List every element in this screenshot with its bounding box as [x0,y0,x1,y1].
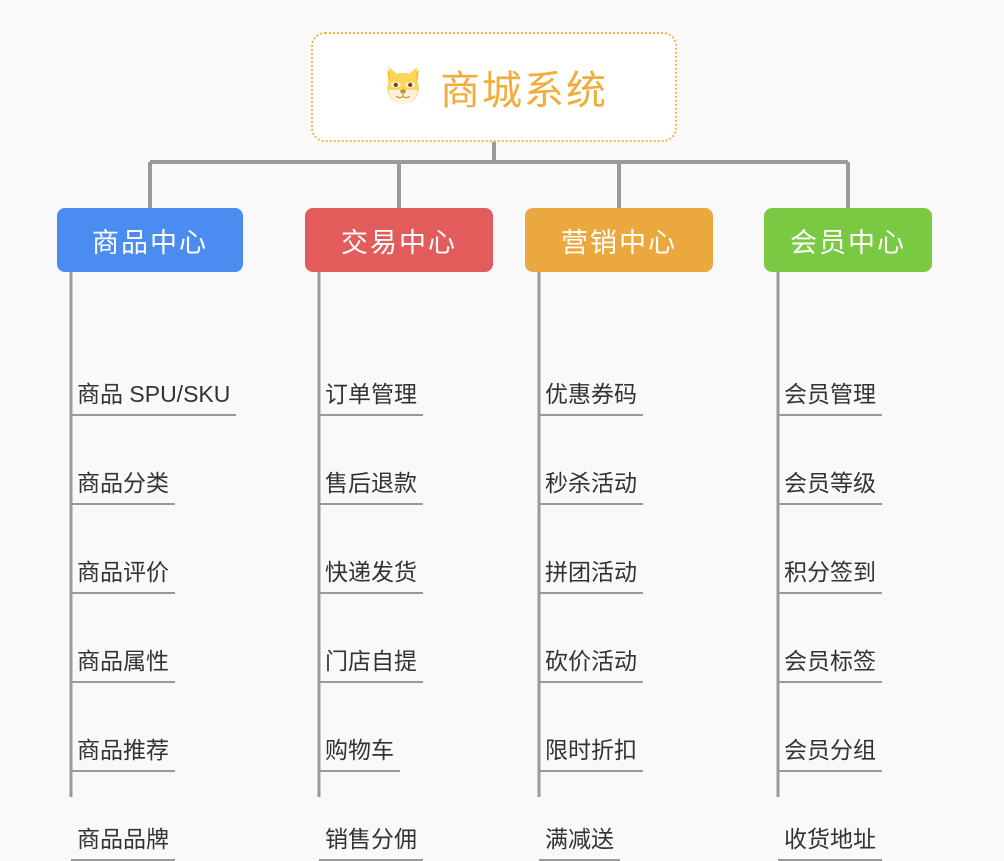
leaf-item-label: 快递发货 [319,559,423,594]
root-title: 商城系统 [440,69,608,113]
leaf-item-label: 商品评价 [71,559,175,594]
leaf-item-label: 商品推荐 [71,737,175,772]
branch-header-3[interactable]: 营销中心 [525,208,713,272]
branch-column-1: 商品中心商品 SPU/SKU 商品分类商品评价商品属性商品推荐商品品牌 [57,208,243,861]
leaf-item-label: 商品属性 [71,648,175,683]
leaf-item-label: 售后退款 [319,470,423,505]
leaf-item-label: 会员标签 [778,648,882,683]
leaf-item-label: 门店自提 [319,648,423,683]
leaf-item-label: 拼团活动 [539,559,643,594]
branch-header-label: 交易中心 [341,227,457,258]
branch-header-label: 营销中心 [561,227,677,258]
leaf-item-label: 限时折扣 [539,737,643,772]
leaf-item-label: 收货地址 [778,826,882,861]
leaf-item-label: 满减送 [539,826,620,861]
branch-column-4: 会员中心会员管理会员等级积分签到会员标签会员分组收货地址 [764,208,932,861]
leaf-item-label: 商品品牌 [71,826,175,861]
branch-column-3: 营销中心优惠券码秒杀活动拼团活动砍价活动限时折扣满减送 [525,208,713,861]
branch-header-4[interactable]: 会员中心 [764,208,932,272]
mindmap-diagram: 商城系统 商品中心商品 SPU/SKU 商品分类商品评价商品属性商品推荐商品品牌 交… [57,32,932,861]
branch-header-1[interactable]: 商品中心 [57,208,243,272]
shiba-dog-face-icon [380,64,426,110]
leaf-item-label: 优惠券码 [539,381,643,416]
branch-column-2: 交易中心订单管理售后退款快递发货门店自提购物车销售分佣 [305,208,493,861]
leaf-item-label: 砍价活动 [539,648,643,683]
leaf-item-label: 订单管理 [319,381,423,416]
branch-header-2[interactable]: 交易中心 [305,208,493,272]
leaf-item-label: 会员分组 [778,737,882,772]
leaf-item-label: 商品 SPU/SKU [71,381,237,416]
leaf-item-label: 秒杀活动 [539,470,643,505]
leaf-item-label: 购物车 [319,737,400,772]
root-node[interactable]: 商城系统 [311,32,677,142]
leaf-item-label: 商品分类 [71,470,175,505]
branch-header-label: 商品中心 [92,227,208,258]
branch-header-label: 会员中心 [790,227,906,258]
leaf-item-label: 销售分佣 [319,826,423,861]
leaf-item-label: 会员等级 [778,470,882,505]
leaf-item-label: 积分签到 [778,559,882,594]
leaf-item-label: 会员管理 [778,381,882,416]
